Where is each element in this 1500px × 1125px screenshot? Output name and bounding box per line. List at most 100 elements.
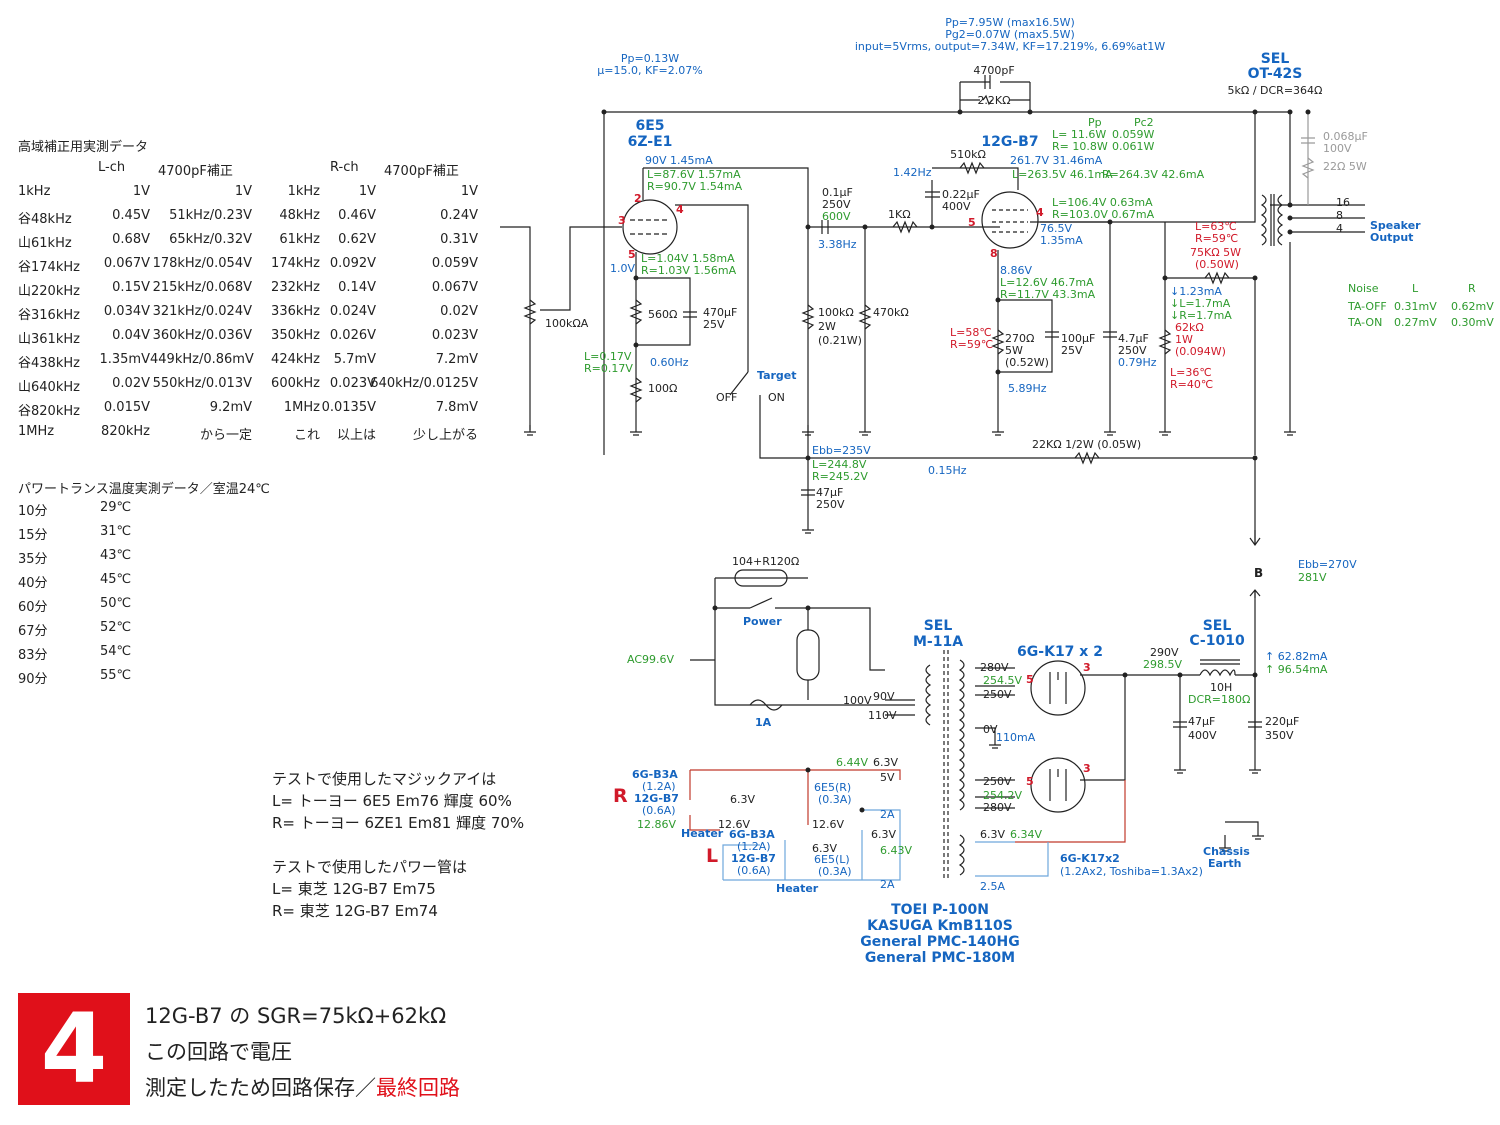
lbl-taoff-r: 0.62mV xyxy=(1451,300,1494,313)
table-cell: 0.023V xyxy=(431,328,478,343)
caption: 12G-B7 の SGR=75kΩ+62kΩ この回路で電圧 測定したため回路保… xyxy=(145,998,460,1106)
lbl-kt-l: L=58℃ xyxy=(950,326,992,339)
table-cell: 52℃ xyxy=(100,620,132,635)
table-cell: 449kHz/0.86mV xyxy=(150,352,254,367)
table-cell: 谷48kHz xyxy=(18,212,72,227)
volume-pot xyxy=(523,299,537,325)
table-cell: から一定 xyxy=(199,428,252,443)
table-cell: 山640kHz xyxy=(18,380,80,395)
table-cell: 350kHz xyxy=(271,328,320,343)
caption-line-3b: 最終回路 xyxy=(376,1076,460,1100)
lbl-pin5r: 5 xyxy=(1026,673,1034,686)
lbl-h6e5r: 6E5(R) xyxy=(814,781,851,794)
lbl-sg-res: 75KΩ 5W xyxy=(1190,246,1241,259)
lbl-l63: 6.3V xyxy=(812,842,837,855)
lbl-fuse: 1A xyxy=(755,716,772,729)
table-cell: 640kHz/0.0125V xyxy=(370,376,478,391)
lbl-ebb235-l: L=244.8V xyxy=(812,458,867,471)
lbl-eye-plate: 90V 1.45mA xyxy=(645,154,713,167)
lbl-ot-model: OT-42S xyxy=(1248,66,1303,82)
lbl-c47b: 47μF xyxy=(1188,715,1215,728)
lbl-c022: 0.22μF xyxy=(942,188,980,201)
lbl-r017: R=0.17V xyxy=(584,362,633,375)
lbl-r62-tr: R=40℃ xyxy=(1170,378,1213,391)
choke xyxy=(1199,669,1236,677)
note-eye-l: L= トーヨー 6E5 Em76 輝度 60% xyxy=(272,792,512,810)
table-cell: 0.31V xyxy=(440,232,478,247)
lbl-tap8: 8 xyxy=(1336,209,1343,222)
lbl-pt-alt1: TOEI P-100N xyxy=(891,902,989,918)
table-cell: 谷438kHz xyxy=(18,356,80,371)
lbl-c47a-v: 250V xyxy=(1118,344,1147,357)
lbl-hrect2: (1.2Ax2, Toshiba=1.3Ax2) xyxy=(1060,865,1203,878)
temperature-table: パワートランス温度実測データ／室温24℃ xyxy=(18,482,270,497)
lbl-r470k: 470kΩ xyxy=(873,306,909,319)
table-cell: 0.024V xyxy=(329,304,376,319)
lbl-eye-mu: μ=15.0, KF=2.07% xyxy=(597,64,702,77)
table-cell: 7.2mV xyxy=(435,352,478,367)
lbl-taon-l: 0.27mV xyxy=(1394,316,1437,329)
lbl-node-b: B xyxy=(1254,566,1263,580)
table-cell: 321kHz/0.024V xyxy=(152,304,252,319)
lbl-eye-plate-l: L=87.6V 1.57mA xyxy=(647,168,741,181)
lbl-top-input: input=5Vrms, output=7.34W, KF=17.219%, 6… xyxy=(855,40,1165,53)
lbl-pt-alt3: General PMC-140HG xyxy=(860,934,1020,950)
schematic-labels: Pp=7.95W (max16.5W) Pg2=0.07W (max5.5W) … xyxy=(545,16,1494,966)
lbl-k-r: R=1.03V 1.56mA xyxy=(641,264,737,277)
lbl-r62k-p: (0.094W) xyxy=(1175,345,1226,358)
table-cell: 174kHz xyxy=(271,256,320,271)
lbl-l-12a: (1.2A) xyxy=(737,840,771,853)
rectifier-1 xyxy=(1030,660,1086,716)
note-eye-r: R= トーヨー 6ZE1 Em81 輝度 70% xyxy=(272,814,525,832)
notes: テストで使用したマジックアイは L= トーヨー 6E5 Em76 輝度 60% … xyxy=(272,768,524,922)
table-cell: 以上は xyxy=(336,428,376,443)
lbl-ch-model: C-1010 xyxy=(1189,633,1245,649)
table-cell: 424kHz xyxy=(271,352,320,367)
lbl-pin2: 2 xyxy=(634,192,642,205)
power-transformer xyxy=(925,664,932,726)
lbl-0-15hz: 0.15Hz xyxy=(928,464,967,477)
lbl-ebb270: Ebb=270V xyxy=(1298,558,1357,571)
note-eye-title: テストで使用したマジックアイは xyxy=(272,770,497,788)
lbl-r-12a: (1.2A) xyxy=(642,780,676,793)
table-cell: 7.8mV xyxy=(435,400,478,415)
table-cell: 360kHz/0.036V xyxy=(152,328,252,343)
lbl-top-pp: Pp=7.95W (max16.5W) xyxy=(945,16,1075,29)
lbl-h03b: (0.3A) xyxy=(818,865,852,878)
lbl-ebb235: Ebb=235V xyxy=(812,444,871,457)
table-cell: 0.02V xyxy=(440,304,478,319)
lbl-i6282: ↑ 62.82mA xyxy=(1265,650,1328,663)
lbl-c01-v2: 600V xyxy=(822,210,851,223)
lbl-k8-r: R=11.7V 43.3mA xyxy=(1000,288,1096,301)
lbl-h643: 6.43V xyxy=(880,844,912,857)
lbl-v100: 100V xyxy=(843,694,872,707)
lbl-power-tube: 12G-B7 xyxy=(981,134,1038,150)
lbl-earth: Earth xyxy=(1208,857,1241,870)
lbl-r100k: 100kΩ xyxy=(818,306,854,319)
components xyxy=(523,75,1315,880)
lbl-v250b: 250V xyxy=(983,775,1012,788)
table-cell: 谷174kHz xyxy=(18,260,80,275)
lbl-c01: 0.1μF xyxy=(822,186,853,199)
lbl-sg-temp-r: R=59℃ xyxy=(1195,232,1238,245)
lbl-g2-l: L=263.5V 46.1mA xyxy=(1012,168,1113,181)
lbl-target: Target xyxy=(757,369,797,382)
lbl-v90: 90V xyxy=(873,690,895,703)
lbl-r560: 560Ω xyxy=(648,308,677,321)
table-cell: 54℃ xyxy=(100,644,132,659)
lbl-c470: 470μF xyxy=(703,306,737,319)
lbl-r62k-w: 1W xyxy=(1175,333,1193,346)
table-cell: 55℃ xyxy=(100,668,132,683)
lbl-1-42hz: 1.42Hz xyxy=(893,166,932,179)
table-cell: 232kHz xyxy=(271,280,320,295)
lbl-eye-tube-1: 6E5 xyxy=(635,118,664,134)
lbl-taon-r: 0.30mV xyxy=(1451,316,1494,329)
tube-6e5 xyxy=(622,199,678,255)
lbl-eye-pp: Pp=0.13W xyxy=(621,52,679,65)
lbl-plate-i: 1.35mA xyxy=(1040,234,1083,247)
lbl-i110: 110mA xyxy=(996,731,1036,744)
